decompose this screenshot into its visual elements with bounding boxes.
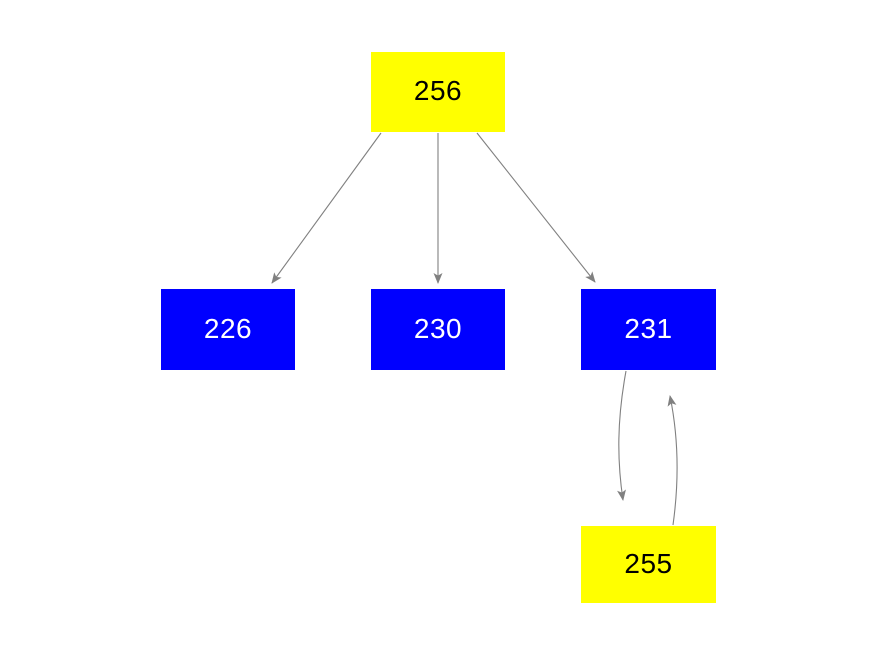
node-255[interactable]: 255 — [581, 526, 716, 603]
node-label-256: 256 — [413, 75, 463, 106]
node-256[interactable]: 256 — [371, 52, 505, 132]
edge-256-231 — [476, 132, 596, 283]
node-231[interactable]: 231 — [581, 289, 716, 370]
node-226[interactable]: 226 — [161, 289, 295, 370]
edge-231-255 — [617, 370, 627, 501]
edge-path-231-255 — [617, 370, 627, 501]
node-label-230: 230 — [413, 312, 463, 344]
edge-path-256-226 — [271, 132, 382, 284]
node-label-255: 255 — [624, 547, 673, 579]
edge-path-256-231 — [476, 132, 596, 283]
node-label-226: 226 — [203, 312, 253, 344]
node-230[interactable]: 230 — [371, 289, 505, 370]
edge-256-226 — [271, 132, 382, 284]
edge-path-255-231 — [667, 395, 678, 526]
node-label-231: 231 — [624, 312, 673, 344]
edge-255-231 — [667, 395, 678, 526]
